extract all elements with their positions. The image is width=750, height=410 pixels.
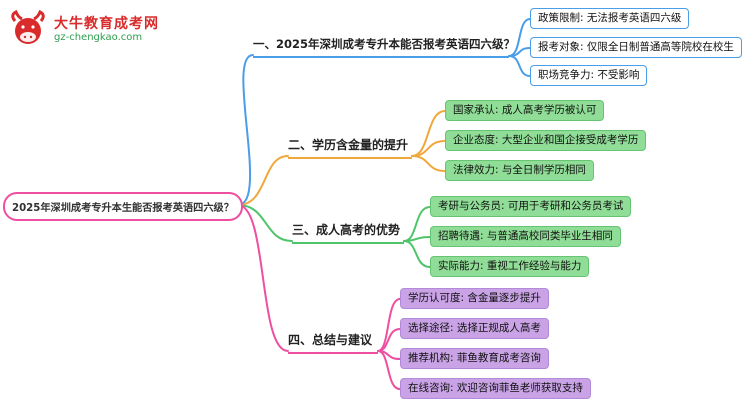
leaf-practical-ability: 实际能力: 重视工作经验与能力: [430, 256, 590, 278]
root-topic-node: 2025年深圳成考专升本生能否报考英语四六级？: [3, 192, 243, 221]
branch-1-label: 一、2025年深圳成考专升本能否报考英语四六级？: [253, 36, 515, 58]
leaf-hiring-treatment: 招聘待遇: 与普通高校同类毕业生相同: [430, 226, 621, 248]
leaf-online-consult: 在线咨询: 欢迎咨询菲鱼老师获取支持: [400, 378, 591, 400]
branch3-connectors: [237, 204, 431, 268]
leaf-postgrad-civil-service: 考研与公务员: 可用于考研和公务员考试: [430, 196, 632, 218]
bull-logo-icon: [8, 9, 48, 50]
branch-3-label: 三、成人高考的优势: [292, 221, 404, 244]
branch2-connectors: [237, 110, 446, 206]
leaf-state-recognition: 国家承认: 成人高考学历被认可: [445, 100, 605, 122]
leaf-enterprise-attitude: 企业态度: 大型企业和国企接受成考学历: [445, 130, 647, 152]
leaf-recommended-org: 推荐机构: 菲鱼教育成考咨询: [400, 348, 549, 370]
site-domain: gz-chengkao.com: [54, 32, 143, 44]
leaf-eligible-target: 报考对象: 仅限全日制普通高等院校在校生: [530, 37, 742, 59]
leaf-recognition-rising: 学历认可度: 含金量逐步提升: [400, 288, 549, 310]
branch1-connectors: [237, 18, 531, 206]
branch-2-label: 二、学历含金量的提升: [288, 136, 412, 159]
site-name: 大牛教育成考网: [54, 16, 159, 33]
branch4-connectors: [237, 204, 401, 390]
leaf-career-impact: 职场竞争力: 不受影响: [530, 65, 648, 87]
leaf-legal-effect: 法律效力: 与全日制学历相同: [445, 160, 594, 182]
leaf-policy-limit: 政策限制: 无法报考英语四六级: [530, 8, 690, 30]
leaf-choose-path: 选择途径: 选择正规成人高考: [400, 318, 549, 340]
branch-4-label: 四、总结与建议: [288, 331, 378, 354]
site-logo: 大牛教育成考网 gz-chengkao.com: [8, 9, 159, 50]
